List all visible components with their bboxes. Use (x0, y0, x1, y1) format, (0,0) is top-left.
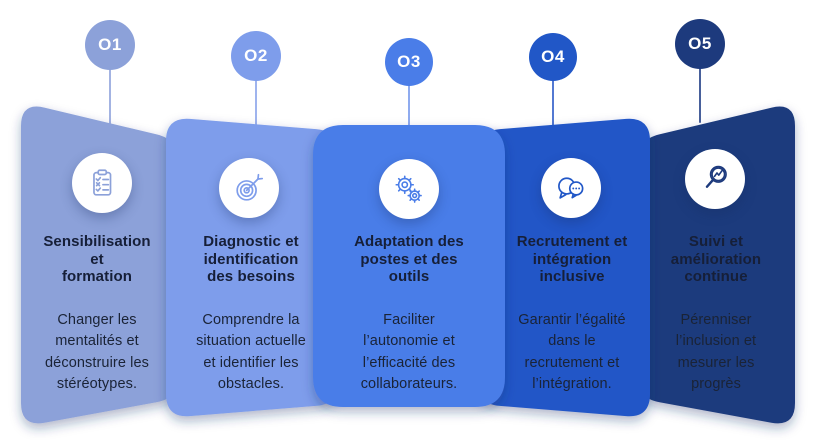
connector-line-4 (552, 56, 554, 127)
step-content-3: Adaptation des postes et des outils Faci… (325, 233, 493, 396)
connector-line-1 (109, 45, 111, 125)
step-description: Comprendre la situation actuelle et iden… (196, 311, 306, 393)
card-shape-3 (313, 125, 505, 407)
connector-line-2 (255, 56, 257, 126)
step-icon-circle-3 (379, 159, 439, 219)
gears-icon (392, 172, 426, 206)
step-content-1: Sensibilisation et formation Changer les… (13, 233, 181, 396)
step-title: Diagnostic et identification des besoins (203, 233, 299, 285)
step-number-label: O2 (244, 46, 268, 65)
step-icon-circle-1 (72, 153, 132, 213)
step-description: Pérenniser l’inclusion et mesurer les pr… (675, 311, 757, 393)
step-description: Garantir l’égalité dans le recrutement e… (518, 311, 626, 393)
step-title: Recrutement et intégration inclusive (516, 233, 628, 285)
card-shape-4 (476, 118, 650, 417)
chat-bubbles-icon (554, 171, 588, 205)
step-content-2: Diagnostic et identification des besoins… (167, 233, 335, 396)
step-description: Faciliter l’autonomie et l’efficacité de… (360, 311, 458, 393)
step-title: Sensibilisation et formation (43, 233, 151, 285)
card-shape-5 (636, 106, 795, 424)
step-title: Adaptation des postes et des outils (354, 233, 464, 285)
step-number-badge-1: O1 (85, 20, 135, 70)
step-icon-circle-5 (685, 149, 745, 209)
step-icon-circle-2 (219, 158, 279, 218)
step-number-label: O4 (541, 47, 565, 66)
card-shape-1 (21, 106, 180, 424)
connector-line-5 (699, 44, 701, 123)
step-icon-circle-4 (541, 158, 601, 218)
step-number-label: O1 (98, 35, 122, 54)
card-shape-2 (166, 118, 340, 417)
target-arrow-icon (232, 171, 266, 205)
step-number-label: O3 (397, 52, 421, 71)
step-content-5: Suivi et amélioration continue Pérennise… (632, 233, 800, 396)
connector-line-3 (408, 62, 410, 128)
magnifier-chart-icon (698, 162, 732, 196)
step-number-badge-2: O2 (231, 31, 281, 81)
step-number-badge-3: O3 (385, 38, 433, 86)
step-number-badge-5: O5 (675, 19, 725, 69)
step-number-badge-4: O4 (529, 33, 577, 81)
step-content-4: Recrutement et intégration inclusive Gar… (488, 233, 656, 396)
step-description: Changer les mentalités et déconstruire l… (45, 311, 149, 393)
step-title: Suivi et amélioration continue (670, 233, 762, 285)
clipboard-checklist-icon (85, 166, 119, 200)
step-number-label: O5 (688, 34, 712, 53)
